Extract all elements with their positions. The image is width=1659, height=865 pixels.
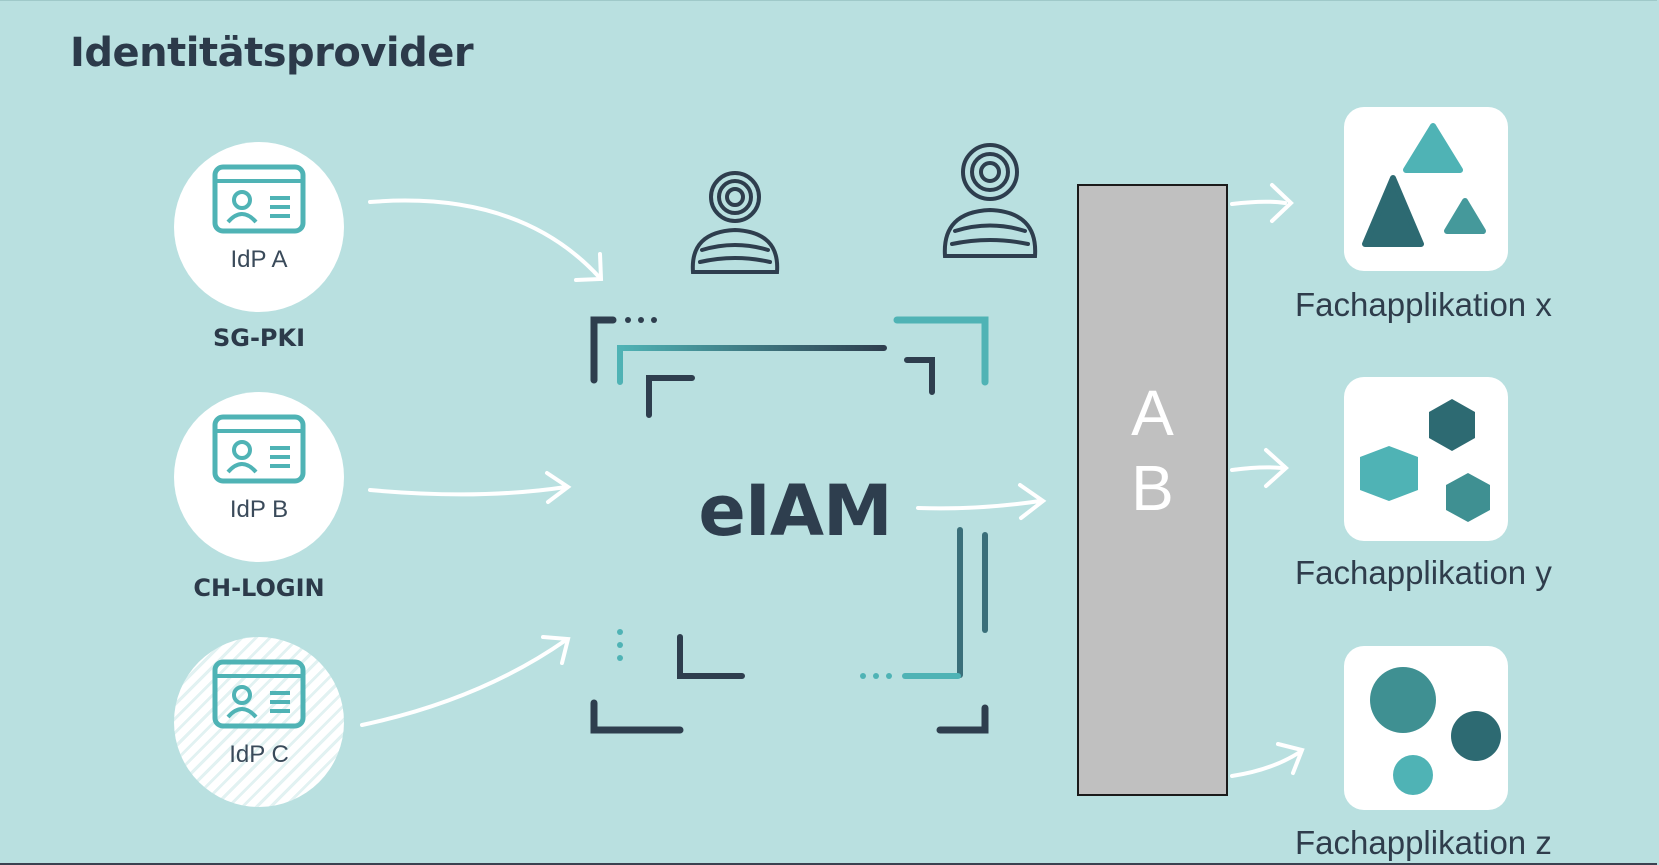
hexagons-icon: [1360, 399, 1490, 522]
arrow-to-app-z: [1230, 742, 1305, 778]
gateway-box: A B: [1077, 184, 1228, 796]
triangles-icon: [1362, 123, 1486, 247]
person-fingerprint-icon: [690, 171, 780, 274]
app-label-z: Fachapplikation z: [1295, 824, 1552, 861]
eiam-label: eIAM: [698, 470, 892, 552]
circles-icon: [1370, 667, 1501, 795]
idp-b-circle: IdP B: [174, 392, 344, 562]
arrow-to-app-x: [1230, 183, 1294, 223]
arrow-idp-b: [368, 471, 572, 504]
arrow-idp-c: [360, 635, 571, 727]
provider-name-ch-login: CH-LOGIN: [193, 574, 325, 602]
arrow-to-app-y: [1230, 448, 1289, 488]
page-title: Identitätsprovider: [70, 30, 474, 76]
id-card-icon: [212, 414, 306, 484]
gateway-letter-b: B: [1131, 452, 1174, 524]
arrow-eiam-to-gateway: [916, 483, 1047, 520]
provider-name-sg-pki: SG-PKI: [212, 324, 306, 352]
idp-c-label: IdP C: [229, 741, 289, 768]
idp-b-label: IdP B: [229, 496, 289, 523]
idp-a-circle: IdP A: [174, 142, 344, 312]
gateway-letter-a: A: [1131, 377, 1174, 449]
eiam-frame: [590, 316, 989, 734]
id-card-icon: [212, 164, 306, 234]
person-fingerprint-icon: [942, 143, 1038, 258]
id-card-icon: [212, 659, 306, 729]
app-label-y: Fachapplikation y: [1295, 554, 1552, 591]
arrow-idp-a: [368, 198, 604, 282]
idp-a-label: IdP A: [230, 246, 288, 273]
idp-c-circle: IdP C: [174, 637, 344, 807]
app-label-x: Fachapplikation x: [1295, 286, 1552, 323]
